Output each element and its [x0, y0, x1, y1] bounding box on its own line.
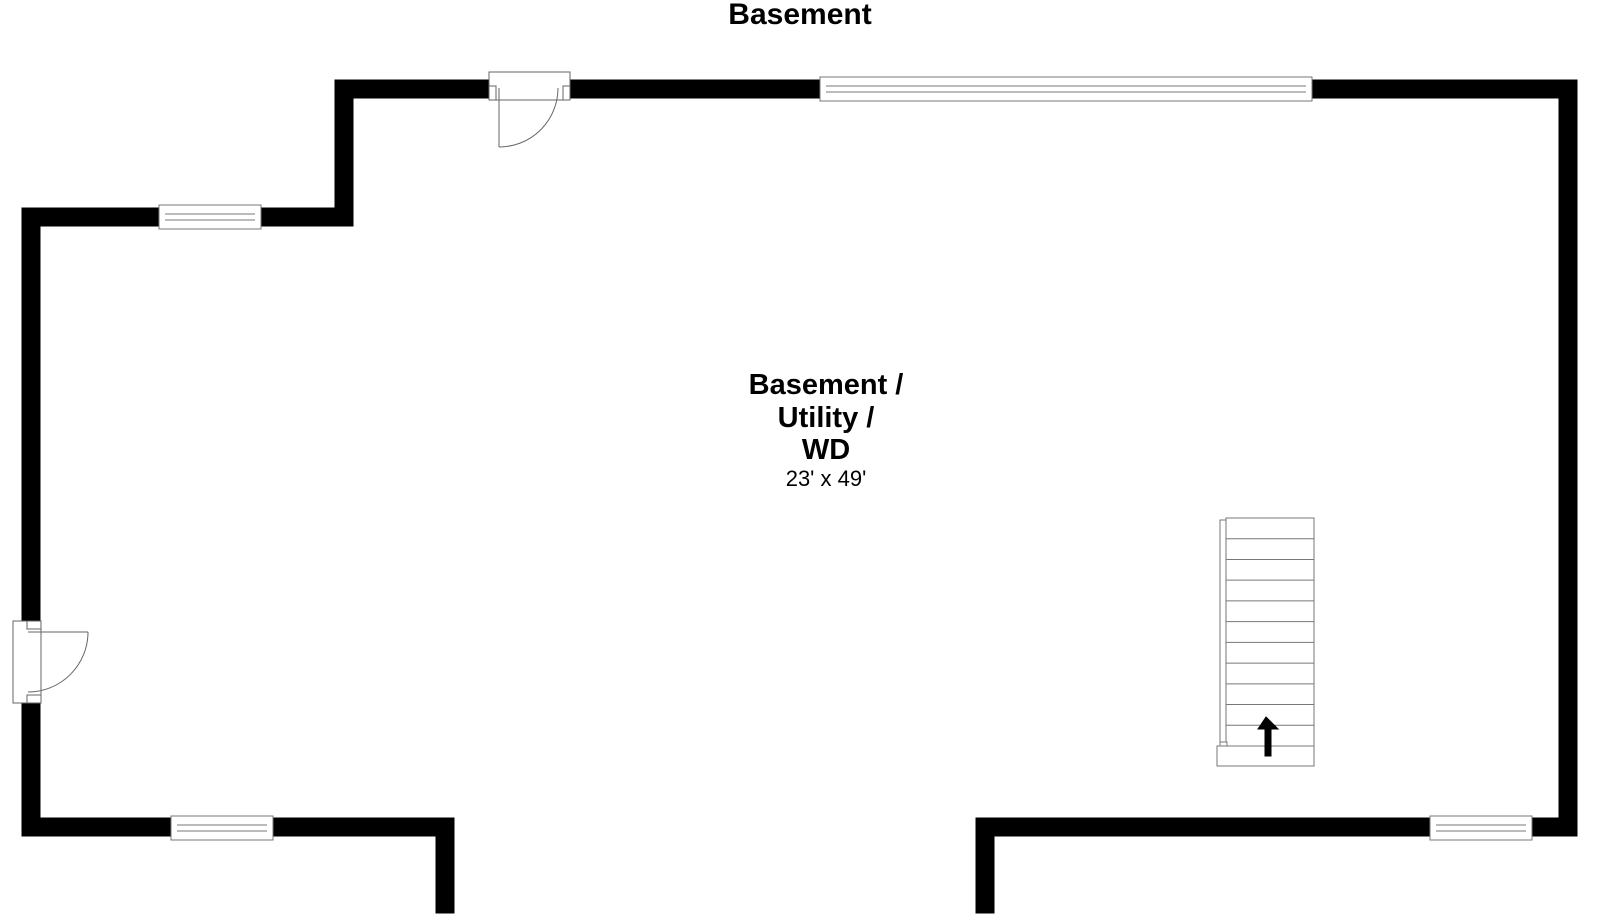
- wall-north-run: [21, 79, 1578, 914]
- window-north-long: [819, 76, 1313, 102]
- exterior-walls: [21, 79, 1578, 914]
- stairs-up-arrow-icon: [1257, 716, 1280, 757]
- window-west-upper: [158, 204, 262, 230]
- door-west: [12, 620, 89, 704]
- window-south-east: [1429, 815, 1533, 841]
- room-name-line-3: WD: [802, 434, 850, 466]
- room-name-line-2: Utility /: [778, 402, 875, 434]
- window-south-west: [170, 815, 274, 841]
- door-north: [488, 71, 571, 148]
- staircase: [1216, 517, 1315, 767]
- stair-treads: [1226, 538, 1314, 726]
- room-label: Basement / Utility / WD 23' x 49': [749, 369, 904, 491]
- room-name-line-1: Basement /: [749, 369, 904, 401]
- room-dimensions: 23' x 49': [786, 466, 867, 491]
- floor-title: Basement: [728, 0, 871, 31]
